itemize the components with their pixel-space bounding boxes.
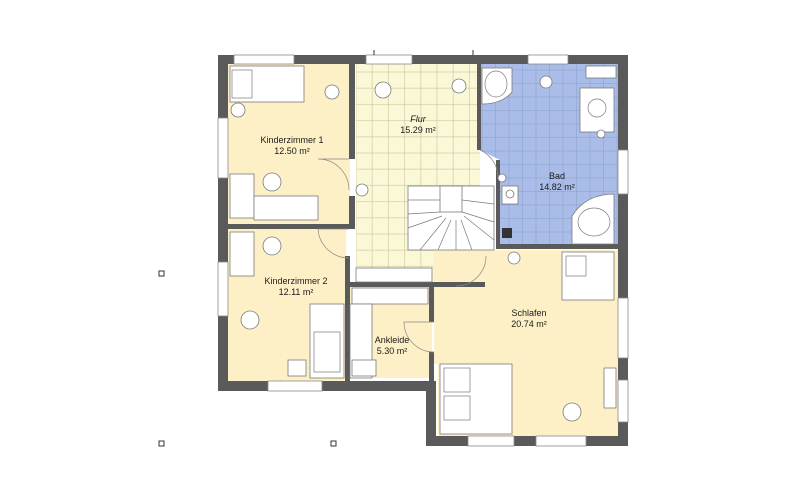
kinder2-furniture: [229, 231, 345, 379]
staircase: [355, 185, 495, 283]
flur-area: 15.29 m²: [400, 125, 436, 135]
ankleide-name: Ankleide: [375, 335, 410, 345]
handle-bottom-middle[interactable]: [330, 440, 337, 447]
schlafen-furniture: [439, 251, 617, 435]
schlafen-area: 20.74 m²: [511, 319, 547, 329]
kinder1-name: Kinderzimmer 1: [260, 135, 323, 145]
bad-name: Bad: [549, 171, 565, 181]
ankleide-furniture: [349, 287, 429, 379]
bad-furniture: [481, 65, 617, 245]
ankleide-area: 5.30 m²: [377, 346, 408, 356]
flur-furniture: [355, 78, 467, 197]
windows: [217, 54, 629, 447]
handle-left-middle[interactable]: [158, 270, 165, 277]
flur-name: Flur: [410, 114, 427, 124]
kinder2-area: 12.11 m²: [279, 287, 314, 297]
kinder1-furniture: [229, 65, 340, 221]
selection-handles[interactable]: [158, 50, 474, 447]
kinder1-area: 12.50 m²: [274, 146, 310, 156]
schlafen-name: Schlafen: [511, 308, 546, 318]
handle-bottom-left[interactable]: [158, 440, 165, 447]
room-labels: Kinderzimmer 1 12.50 m² Flur 15.29 m² Ba…: [260, 114, 574, 356]
walls: [218, 55, 628, 446]
bad-area: 14.82 m²: [539, 182, 575, 192]
doors: [317, 149, 499, 353]
kinder2-name: Kinderzimmer 2: [264, 276, 327, 286]
